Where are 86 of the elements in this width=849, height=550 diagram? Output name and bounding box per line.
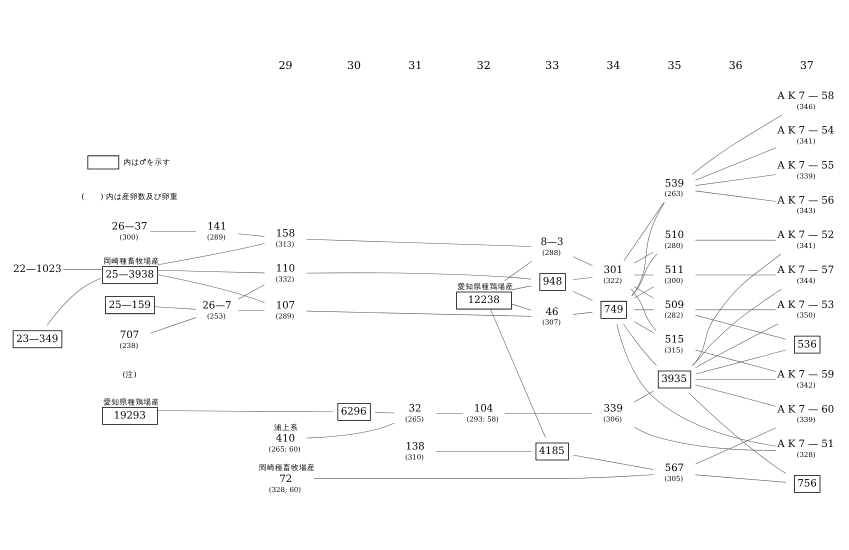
connector xyxy=(634,426,776,451)
connector xyxy=(572,256,593,266)
node-box: 749 xyxy=(600,300,627,319)
connector xyxy=(314,474,654,479)
connector xyxy=(630,288,656,331)
connector xyxy=(623,324,657,366)
connector xyxy=(158,410,334,412)
node-box: 19293 xyxy=(102,406,158,425)
connector xyxy=(634,274,654,276)
connector xyxy=(238,284,265,300)
node-box: 6296 xyxy=(337,403,371,421)
connector xyxy=(634,252,654,264)
node-box: 25—159 xyxy=(105,296,155,314)
connector xyxy=(695,190,776,202)
connector xyxy=(695,314,786,340)
connector xyxy=(490,309,546,438)
connector xyxy=(695,174,776,186)
connector xyxy=(150,317,196,334)
connector xyxy=(695,428,776,464)
connector xyxy=(624,202,664,261)
connector xyxy=(695,384,776,406)
connector xyxy=(634,286,654,298)
connector xyxy=(616,324,776,446)
node-box: 536 xyxy=(794,336,820,354)
node-box: 25—3938 xyxy=(102,266,158,284)
connector xyxy=(634,321,654,334)
node-text: 22—1023 xyxy=(13,264,62,276)
label: 35 xyxy=(668,58,682,72)
connector xyxy=(689,393,786,474)
label: 34 xyxy=(606,58,620,72)
connector xyxy=(695,148,776,180)
connector xyxy=(46,278,102,326)
connector xyxy=(504,260,532,281)
node-box: 948 xyxy=(539,273,566,291)
connector xyxy=(572,291,593,301)
connector xyxy=(632,202,665,296)
label: 32 xyxy=(476,58,491,72)
label: 29 xyxy=(278,58,292,72)
connector xyxy=(158,243,265,266)
label: ( ) 内は産卵数及び卵重 xyxy=(81,192,178,201)
connector xyxy=(154,306,196,310)
connector xyxy=(695,474,786,483)
label: 30 xyxy=(347,58,361,72)
connector xyxy=(436,451,532,452)
node-label: 岡崎種畜牧場産 xyxy=(103,256,160,266)
connector xyxy=(150,231,196,232)
node-label: 愛知県種鶏場産 xyxy=(457,282,514,291)
connector xyxy=(158,270,265,274)
connector xyxy=(692,254,782,366)
connector xyxy=(238,234,265,237)
label: 37 xyxy=(800,58,814,72)
node-label: 愛知県種鶏場産 xyxy=(103,397,160,406)
node-box: 12238 xyxy=(456,292,512,310)
connector xyxy=(695,350,776,372)
node-box: 23—349 xyxy=(12,330,62,348)
label: (注) xyxy=(122,370,137,379)
label: 33 xyxy=(545,58,560,72)
connector xyxy=(695,379,776,380)
connector xyxy=(238,310,265,311)
connector xyxy=(631,254,658,296)
connector xyxy=(634,390,654,402)
connector xyxy=(504,413,593,414)
connector xyxy=(572,312,593,315)
label: 36 xyxy=(728,58,743,72)
node-box: 4185 xyxy=(536,442,569,460)
node-box: 756 xyxy=(794,475,820,493)
connector xyxy=(374,412,395,414)
connector xyxy=(692,288,782,366)
connector xyxy=(306,310,532,317)
connector xyxy=(695,324,779,368)
connector xyxy=(572,277,593,280)
legend-label: 内は♂を示す xyxy=(123,157,170,166)
connector xyxy=(572,454,654,470)
connector xyxy=(436,413,463,414)
connector xyxy=(695,274,776,276)
node-box: 3935 xyxy=(658,370,692,388)
connector xyxy=(692,114,782,175)
connector xyxy=(512,286,532,290)
connector xyxy=(62,269,102,270)
connector xyxy=(306,239,532,247)
connector xyxy=(158,274,265,303)
connector xyxy=(306,422,394,438)
connector xyxy=(306,272,532,280)
label: 31 xyxy=(408,58,422,72)
connector xyxy=(695,350,786,374)
connector xyxy=(512,304,532,311)
